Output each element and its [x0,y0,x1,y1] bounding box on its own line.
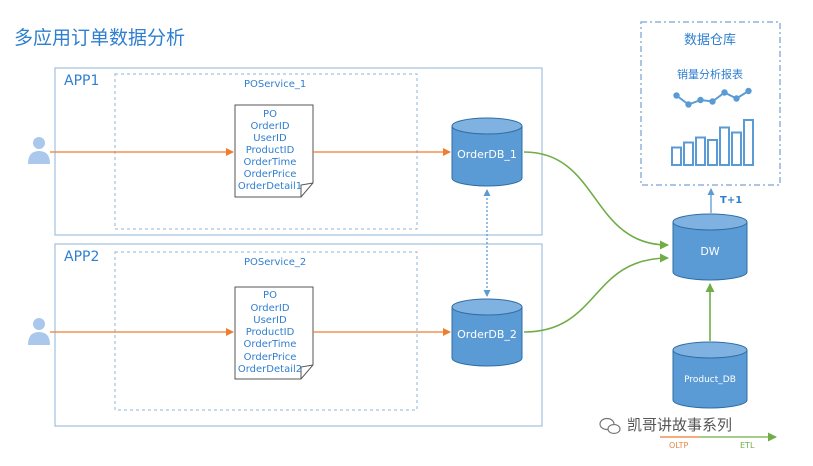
field-po: PO [263,109,277,120]
report-trend-point [673,92,680,99]
db1-to-dw-etl [523,151,669,250]
report-trend-point [733,95,740,102]
order-db-2: OrderDB_2 [451,298,523,367]
po-fields-1: PO OrderID UserID ProductID OrderTime Or… [238,109,302,192]
sales-report-chart [671,87,754,166]
product-db: Product_DB [672,341,748,409]
report-bar [731,131,742,166]
report-bar [683,141,694,166]
field-user-id: UserID [253,133,287,144]
field-product-id: ProductID [246,327,295,338]
po-document-2 [234,286,314,380]
order-db-1: OrderDB_1 [451,117,523,187]
report-trend-point [721,89,728,96]
field-order-id: OrderID [250,303,289,314]
report-trend-point [709,98,716,105]
product-db-label: Product_DB [684,375,736,385]
field-order-id: OrderID [250,121,289,132]
poservice2-container [114,251,418,411]
wechat-icon [599,417,621,435]
watermark: 凯哥讲故事系列 [599,416,732,435]
warehouse-container [640,21,781,186]
field-order-time: OrderTime [244,339,297,350]
app2-container [54,243,543,427]
order-db-2-label: OrderDB_2 [457,328,517,341]
poservice1-label: POService_1 [244,79,306,90]
report-trend-point [697,96,704,104]
report-bar [707,139,718,166]
field-order-price: OrderPrice [244,352,297,363]
report-title: 销量分析报表 [677,67,743,81]
poservice2-label: POService_2 [244,257,306,268]
legend-etl: ETL [740,441,755,450]
report-trend-point [685,101,692,108]
po-document-1 [234,104,314,198]
report-bar [743,119,754,166]
field-order-time: OrderTime [244,157,297,168]
app2-label: APP2 [64,249,99,265]
report-bar [671,146,682,166]
report-bar [695,136,706,166]
page-title: 多应用订单数据分析 [14,27,185,49]
dw-database: DW [672,213,748,281]
po-fields-2: PO OrderID UserID ProductID OrderTime Or… [238,290,302,375]
order-db-1-label: OrderDB_1 [457,148,517,161]
app1-label: APP1 [64,73,99,89]
user-icon-1 [28,137,50,164]
field-po: PO [263,290,277,301]
field-product-id: ProductID [246,145,295,156]
warehouse-title: 数据仓库 [684,32,736,48]
watermark-text: 凯哥讲故事系列 [627,416,732,434]
dw-label: DW [700,245,719,258]
legend: OLTP ETL [660,432,777,450]
report-trend-point [745,87,752,95]
db2-to-dw-etl [523,253,669,333]
user-icon-2 [28,318,50,345]
field-order-detail: OrderDetail1 [238,181,302,192]
field-order-detail: OrderDetail2 [238,364,302,375]
field-order-price: OrderPrice [244,169,297,180]
legend-oltp: OLTP [669,441,689,450]
field-user-id: UserID [253,315,287,326]
report-bar [719,126,730,166]
sync-label: T+1 [720,195,742,206]
